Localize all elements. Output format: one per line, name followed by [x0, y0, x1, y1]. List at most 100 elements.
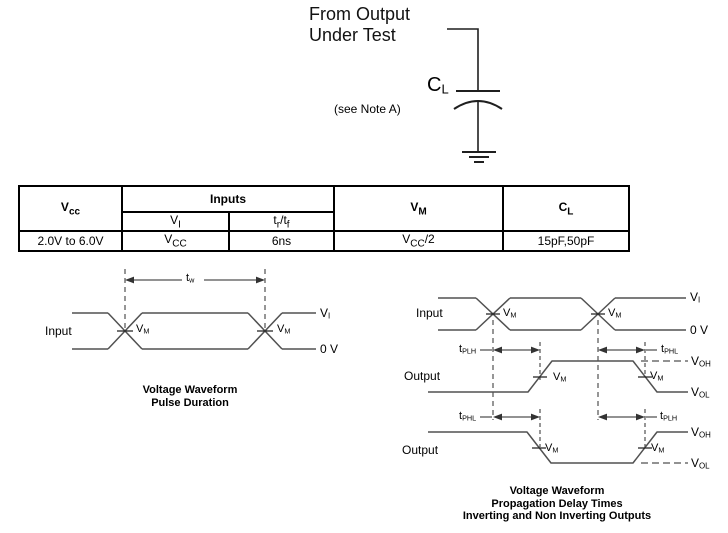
th-vi-sub: I [178, 219, 181, 231]
vm-base: V [553, 371, 561, 383]
capacitor-label: CL [427, 75, 449, 95]
vm-sub: M [284, 326, 291, 336]
voh-sub: OH [699, 359, 711, 369]
td-vi-value: VCC [121, 230, 230, 252]
tplh-label-top: tPLH [459, 344, 476, 355]
vol-base: V [691, 385, 700, 399]
load-circuit-wire [447, 28, 479, 152]
th-cl: CL [502, 184, 630, 233]
zero-v-label-prop: 0 V [690, 323, 709, 337]
tphl-sub: PHL [462, 413, 477, 423]
td-vi-value-sub: CC [172, 238, 187, 250]
prop-input-waveform [438, 297, 686, 331]
pulse-caption-line1: Voltage Waveform [142, 384, 238, 396]
output-edge-dashed-guides [539, 342, 646, 447]
vm-sub: M [143, 326, 150, 336]
td-cl-value: 15pF,50pF [502, 230, 630, 252]
vm-label-output2-fall: VM [545, 443, 558, 454]
capacitor-note: (see Note A) [334, 102, 401, 116]
th-vcc-base: V [60, 200, 69, 214]
td-vm-value-b2: /2 [424, 232, 435, 247]
vi-base: V [320, 306, 329, 320]
tplh-sub: PLH [663, 413, 678, 423]
voh-sub: OH [699, 430, 711, 440]
td-vm-value-s1: CC [410, 238, 425, 250]
vm-sub: M [657, 373, 664, 383]
vm-label-pulse-2: VM [277, 324, 290, 335]
tw-dimension-arrow [125, 276, 265, 284]
output2-label: Output [402, 443, 439, 457]
vm-sub: M [560, 374, 567, 384]
prop-caption-line2: Propagation Delay Times [491, 497, 623, 510]
voh-base: V [691, 425, 700, 439]
capacitor-icon [453, 90, 503, 110]
th-trtf-s2: f [286, 219, 290, 231]
th-vi-base: V [170, 213, 179, 227]
zero-v-label-pulse: 0 V [320, 342, 339, 356]
vol-sub: OL [699, 461, 710, 471]
th-trtf: tr/tf [228, 210, 335, 233]
tplh-base: t [660, 410, 664, 422]
vm-label-input-1: VM [503, 308, 516, 319]
input-edge-dashed-guides [492, 320, 599, 420]
vi-sub: I [328, 311, 331, 321]
vm-sub: M [615, 310, 622, 320]
td-vcc-range: 2.0V to 6.0V [18, 230, 123, 252]
tplh-base: t [459, 343, 463, 355]
th-trtf-s1: r [276, 219, 281, 231]
tw-dashed-guides [124, 269, 266, 330]
vm-label-pulse-1: VM [136, 324, 149, 335]
vm-label-output1-fall: VM [650, 371, 663, 382]
vol-base: V [691, 456, 700, 470]
vm-sub: M [510, 310, 517, 320]
voh-label-output1: VOH [691, 355, 711, 368]
th-cl-sub: L [567, 206, 574, 218]
th-vm-base: V [410, 200, 419, 214]
tplh-label-bottom: tPLH [660, 411, 677, 422]
tw-base: t [186, 272, 190, 284]
vi-base: V [690, 290, 699, 304]
prop-caption-line3: Inverting and Non Inverting Outputs [462, 510, 652, 522]
voh-base: V [691, 354, 700, 368]
capacitor-label-sub: L [441, 81, 449, 97]
th-trtf-b1: t [273, 213, 277, 227]
vol-sub: OL [699, 390, 710, 400]
vi-label-prop: VI [690, 291, 700, 304]
tplh-arrow-top [480, 346, 540, 354]
td-trtf-value: 6ns [228, 230, 335, 252]
vm-sub: M [658, 445, 665, 455]
vm-label-input-2: VM [608, 308, 621, 319]
vm-base: V [503, 307, 511, 319]
vm-base: V [650, 370, 658, 382]
capacitor-label-base: C [427, 74, 442, 96]
tw-label: tw [186, 273, 194, 284]
tphl-arrow-bottom [480, 413, 540, 421]
th-vcc-sub: cc [68, 206, 81, 218]
circuit-title-line1: From Output [309, 4, 411, 24]
vm-base: V [608, 307, 616, 319]
vm-label-output1-rise: VM [553, 372, 566, 383]
tphl-label-bottom: tPHL [459, 411, 476, 422]
vm-base: V [545, 442, 553, 454]
vi-label-pulse: VI [320, 307, 330, 320]
prop-caption: Voltage Waveform Propagation Delay Times… [442, 485, 672, 523]
voh-label-output2: VOH [691, 426, 711, 439]
th-vm-sub: M [418, 206, 427, 218]
vm-label-output2-rise: VM [651, 443, 664, 454]
vm-base: V [277, 323, 285, 335]
vm-base: V [651, 442, 659, 454]
vol-label-output2: VOL [691, 457, 710, 470]
td-vm-value-b1: V [402, 232, 411, 247]
pulse-input-label: Input [45, 324, 72, 338]
prop-caption-line1: Voltage Waveform [509, 485, 605, 497]
th-cl-base: C [558, 200, 568, 214]
td-vm-value: VCC/2 [333, 230, 504, 252]
circuit-title-line2: Under Test [309, 25, 396, 45]
output1-label: Output [404, 369, 441, 383]
tplh-sub: PLH [462, 346, 477, 356]
ground-icon [462, 151, 496, 163]
vol-label-output1: VOL [691, 386, 710, 399]
pulse-caption-line2: Pulse Duration [151, 396, 229, 409]
prop-input-label: Input [416, 306, 443, 320]
